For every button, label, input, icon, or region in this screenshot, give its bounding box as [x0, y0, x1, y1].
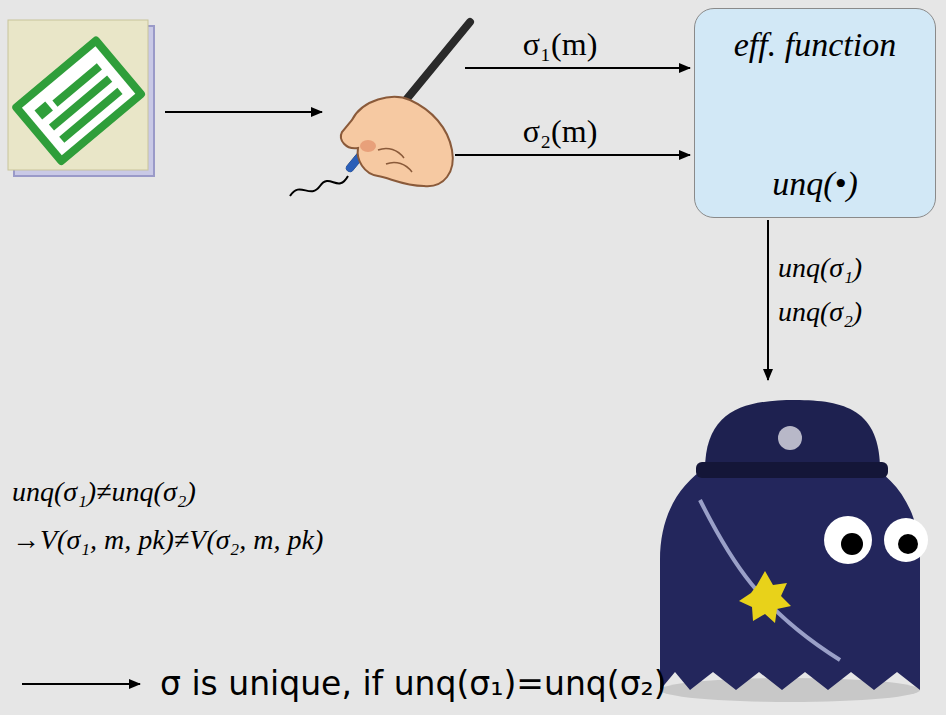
output-arrow: [767, 220, 769, 380]
output-label: unq(σ₂): [778, 296, 862, 328]
writing-hand: [290, 22, 470, 196]
function-box: eff. function unq(•): [694, 8, 936, 218]
condition-formula: →V(σ₁, m, pk)≠V(σ₂, m, pk): [12, 524, 323, 556]
signature-arrow: [455, 154, 690, 156]
conclusion-arrow: [22, 683, 140, 685]
box-function: unq(•): [772, 164, 858, 203]
signature-arrow: [465, 67, 690, 69]
box-heading: eff. function: [734, 25, 896, 64]
conclusion-text: σ is unique, if unq(σ₁)=unq(σ₂): [160, 665, 667, 703]
document-icon: [8, 20, 154, 176]
condition-formula: unq(σ₁)≠unq(σ₂): [12, 476, 196, 508]
flow-arrow: [165, 111, 322, 113]
output-label: unq(σ₁): [778, 252, 862, 284]
signature-label: σ₁(m): [523, 26, 598, 63]
signature-label: σ₂(m): [523, 113, 598, 150]
policeman-figure: [660, 400, 928, 702]
